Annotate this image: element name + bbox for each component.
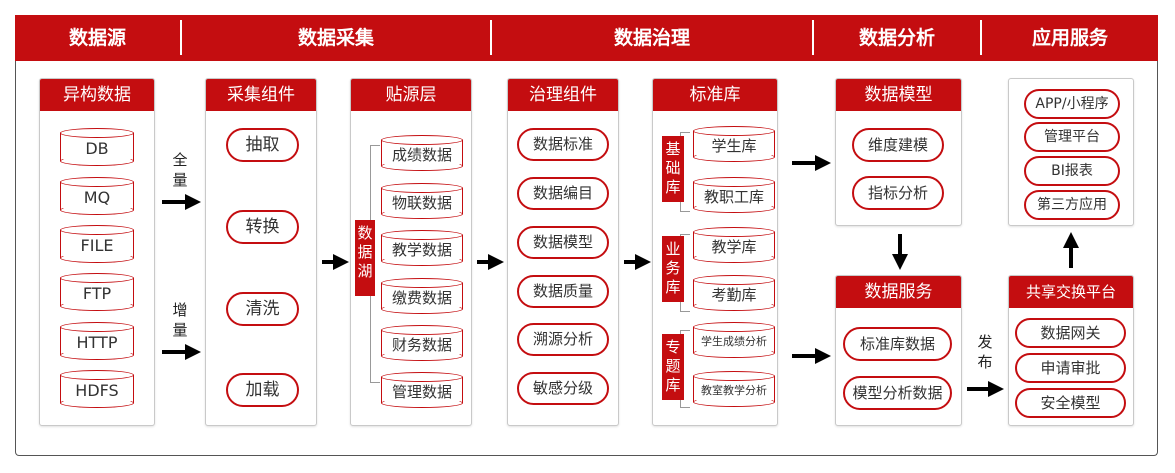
publish-label: 发布 xyxy=(977,333,993,371)
std-grade-analysis-cylinder: 学生成绩分析 xyxy=(693,322,775,358)
gov-model: 数据模型 xyxy=(517,226,609,259)
model-title: 数据模型 xyxy=(836,79,961,111)
ods-grades-cylinder: 成绩数据 xyxy=(381,135,463,171)
source-ftp-cylinder: FTP xyxy=(60,273,134,311)
source-item-label: HTTP xyxy=(76,333,118,352)
header-divider xyxy=(490,20,492,55)
ods-payment-cylinder: 缴费数据 xyxy=(381,278,463,314)
ods-finance-cylinder: 财务数据 xyxy=(381,325,463,361)
gov-catalog: 数据编目 xyxy=(517,177,609,210)
source-file-cylinder: FILE xyxy=(60,225,134,263)
std-staff-cylinder: 教职工库 xyxy=(693,177,775,213)
group-basic-label: 基础库 xyxy=(662,136,684,202)
std-item-label: 考勤库 xyxy=(711,286,757,304)
exchange-title: 共享交换平台 xyxy=(1009,276,1133,308)
incremental-label: 增量 xyxy=(172,301,188,339)
std-student-cylinder: 学生库 xyxy=(693,126,775,162)
app-bi-report: BI报表 xyxy=(1024,156,1120,186)
source-mq-cylinder: MQ xyxy=(60,177,134,215)
std-item-label: 学生成绩分析 xyxy=(701,335,767,348)
header-divider xyxy=(812,20,814,55)
source-db-cylinder: DB xyxy=(60,128,134,166)
header-governance: 数据治理 xyxy=(613,27,690,49)
header-app-service: 应用服务 xyxy=(1031,27,1108,49)
ods-item-label: 物联数据 xyxy=(391,194,452,212)
service-model-data: 模型分析数据 xyxy=(843,376,952,410)
model-indicator: 指标分析 xyxy=(852,176,944,210)
app-mini-program: APP/小程序 xyxy=(1024,89,1120,119)
collect-panel: 采集组件 xyxy=(205,78,317,426)
full-load-label: 全量 xyxy=(172,151,188,189)
ods-item-label: 管理数据 xyxy=(391,383,452,401)
standard-title: 标准库 xyxy=(653,79,777,111)
ods-item-label: 缴费数据 xyxy=(391,289,452,307)
source-item-label: FTP xyxy=(82,284,112,303)
exchange-approval: 申请审批 xyxy=(1015,353,1126,383)
ods-teaching-cylinder: 教学数据 xyxy=(381,230,463,266)
gov-quality: 数据质量 xyxy=(517,275,609,308)
app-third-party: 第三方应用 xyxy=(1024,190,1120,220)
header-collection: 数据采集 xyxy=(297,27,374,49)
group-business-label: 业务库 xyxy=(662,236,684,302)
ods-iot-cylinder: 物联数据 xyxy=(381,183,463,219)
header-divider xyxy=(980,20,982,55)
source-item-label: MQ xyxy=(83,188,111,207)
header-datasource: 数据源 xyxy=(68,27,126,49)
model-dimension: 维度建模 xyxy=(852,128,944,162)
std-item-label: 教职工库 xyxy=(703,188,764,206)
source-item-label: HDFS xyxy=(75,381,119,400)
app-management: 管理平台 xyxy=(1024,122,1120,152)
std-item-label: 学生库 xyxy=(711,137,757,155)
collect-title: 采集组件 xyxy=(206,79,316,111)
exchange-security: 安全模型 xyxy=(1015,388,1126,418)
source-item-label: FILE xyxy=(80,236,114,255)
std-teaching-cylinder: 教学库 xyxy=(693,227,775,263)
diagram-frame xyxy=(15,61,1158,456)
ods-management-cylinder: 管理数据 xyxy=(381,372,463,408)
std-item-label: 教室教学分析 xyxy=(701,384,767,397)
data-lake-label: 数据湖 xyxy=(355,220,375,296)
collect-clean: 清洗 xyxy=(226,292,299,326)
ods-item-label: 财务数据 xyxy=(391,336,452,354)
ods-item-label: 教学数据 xyxy=(391,241,452,259)
header-divider xyxy=(180,20,182,55)
std-attendance-cylinder: 考勤库 xyxy=(693,275,775,311)
collect-extract: 抽取 xyxy=(226,128,299,162)
source-hdfs-cylinder: HDFS xyxy=(60,370,134,408)
governance-title: 治理组件 xyxy=(508,79,618,111)
gov-lineage: 溯源分析 xyxy=(517,323,609,356)
header-bar xyxy=(15,15,1158,61)
collect-load: 加载 xyxy=(226,373,299,407)
source-item-label: DB xyxy=(85,139,109,158)
gov-standard: 数据标准 xyxy=(517,128,609,161)
group-topic-label: 专题库 xyxy=(662,334,684,400)
service-standard-data: 标准库数据 xyxy=(843,327,952,361)
source-title: 异构数据 xyxy=(40,79,154,111)
std-classroom-analysis-cylinder: 教室教学分析 xyxy=(693,371,775,407)
ods-title: 贴源层 xyxy=(351,79,471,111)
exchange-gateway: 数据网关 xyxy=(1015,318,1126,348)
collect-transform: 转换 xyxy=(226,210,299,244)
source-http-cylinder: HTTP xyxy=(60,322,134,360)
gov-sensitivity: 敏感分级 xyxy=(517,372,609,405)
service-title: 数据服务 xyxy=(836,276,961,308)
ods-item-label: 成绩数据 xyxy=(391,146,452,164)
std-item-label: 教学库 xyxy=(711,238,757,256)
header-analysis: 数据分析 xyxy=(858,27,935,49)
